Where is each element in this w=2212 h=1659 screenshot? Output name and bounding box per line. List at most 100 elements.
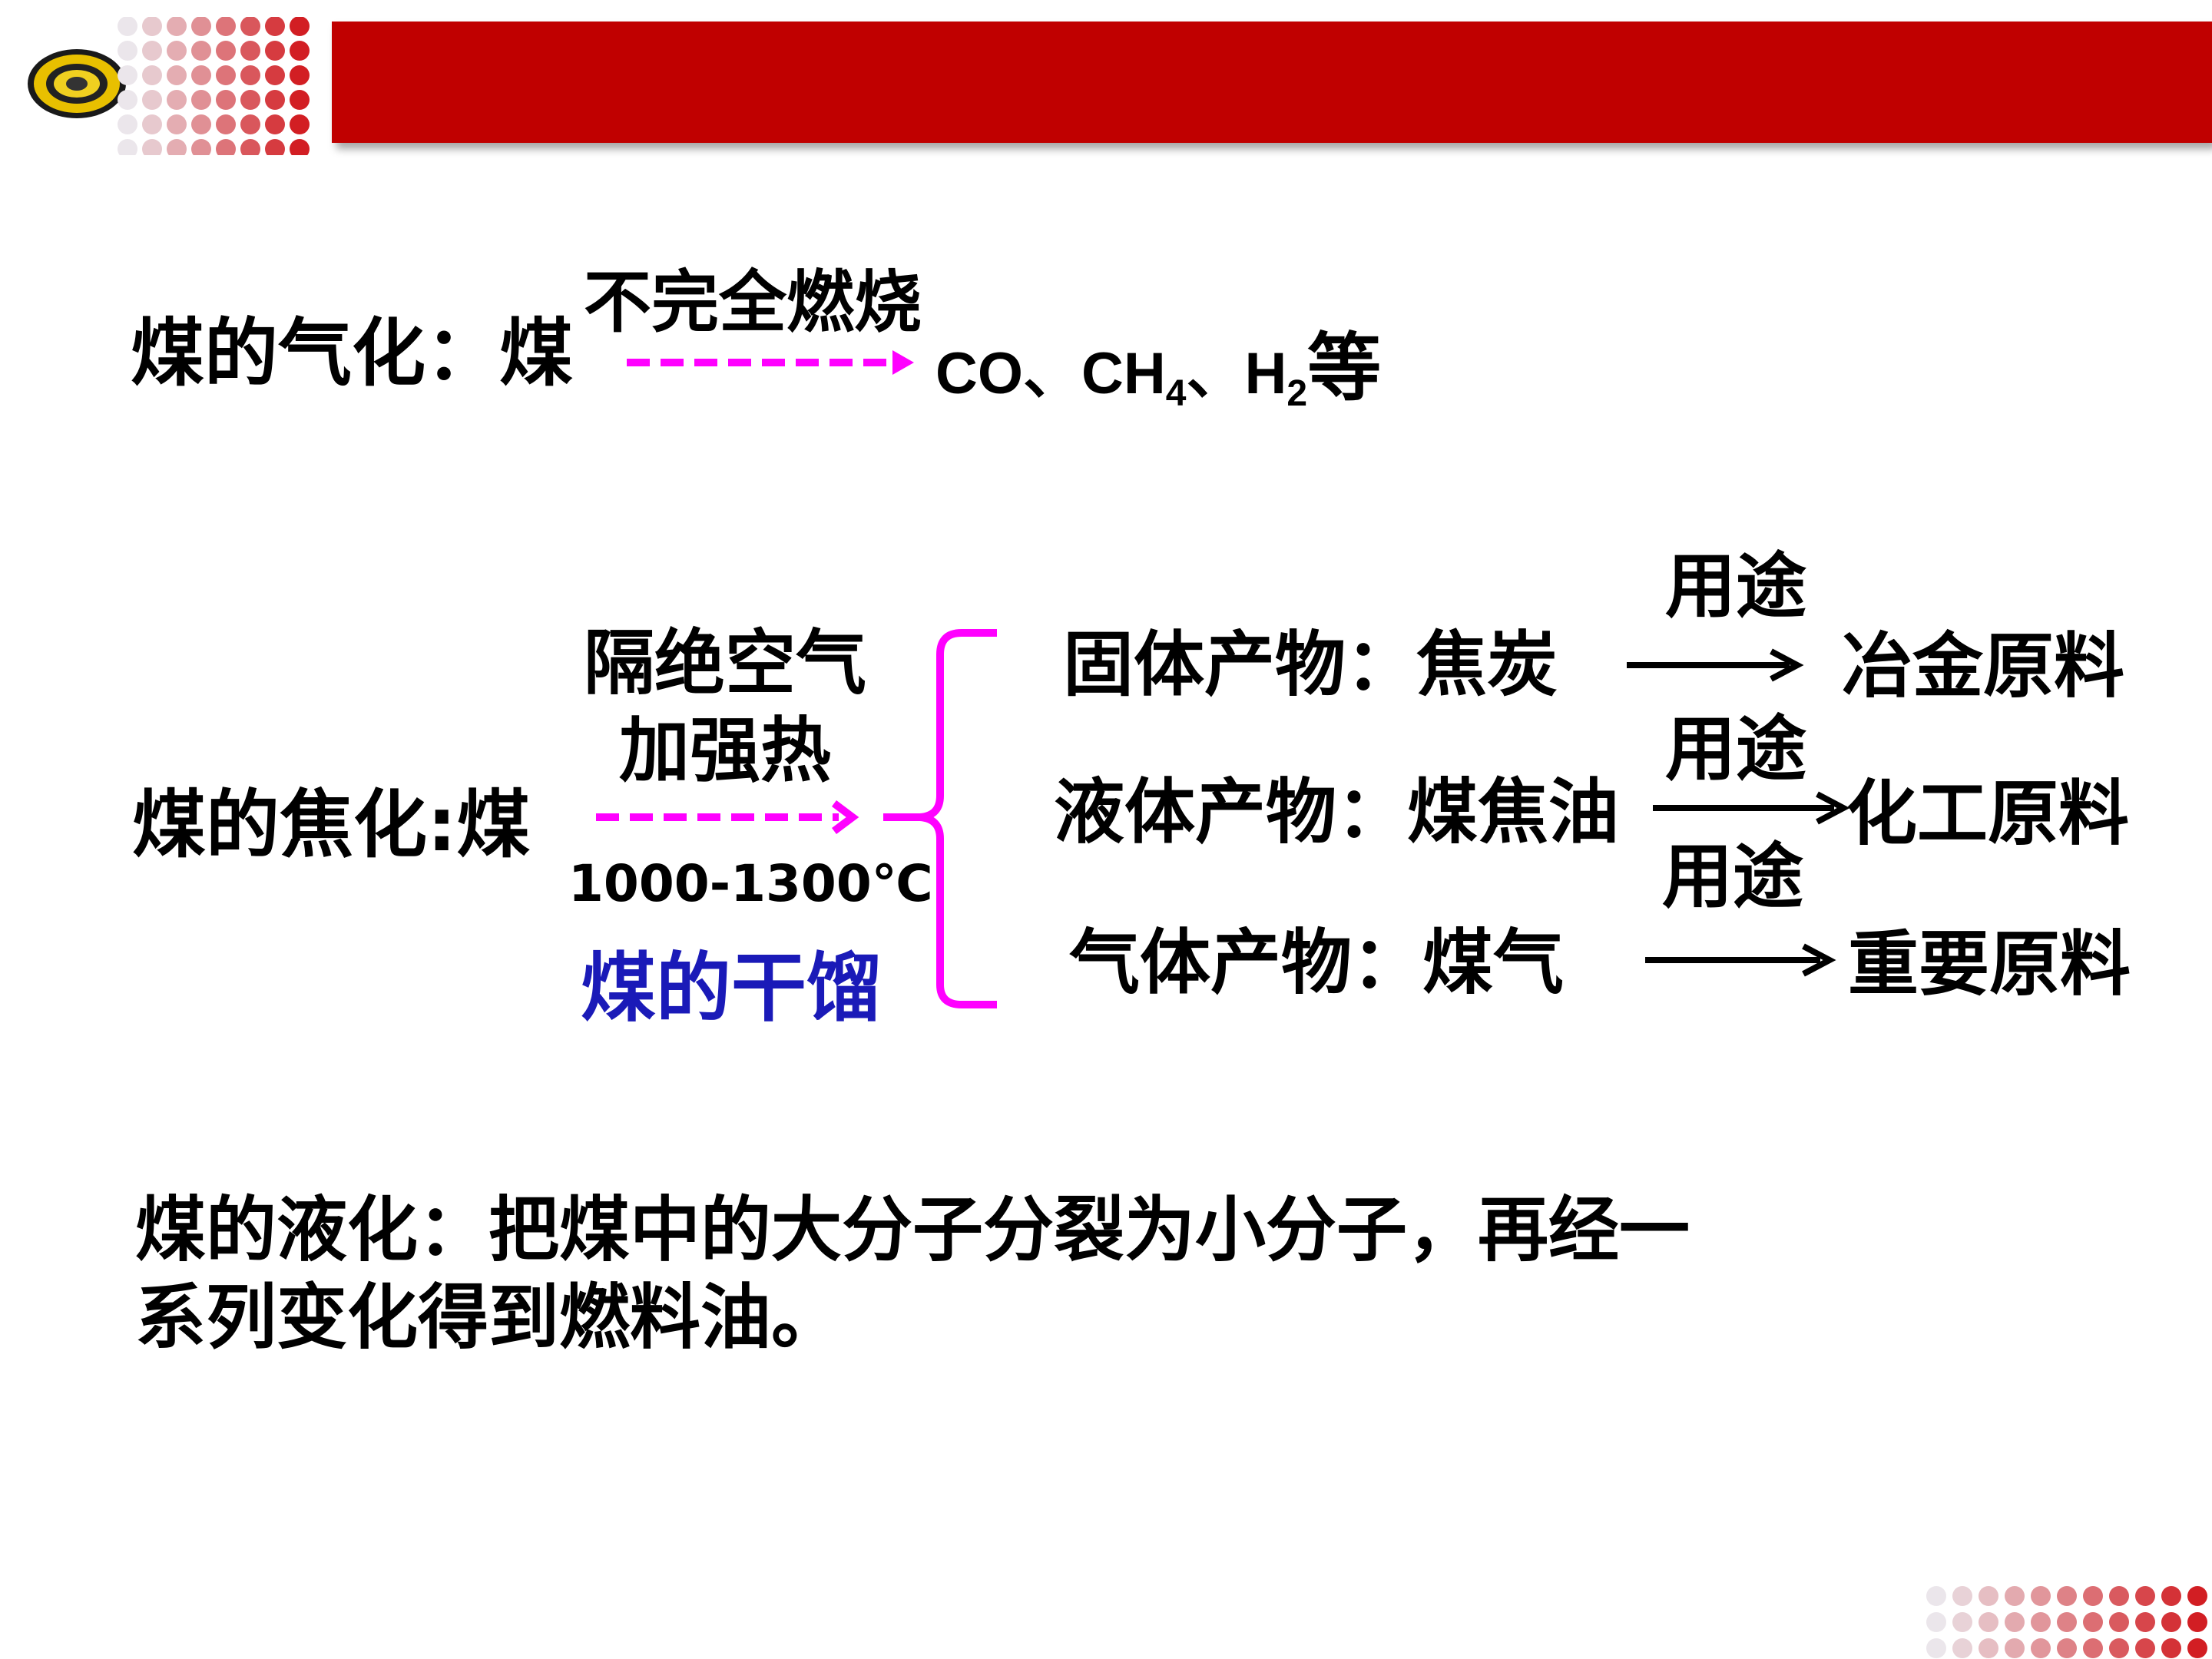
dot bbox=[2135, 1586, 2155, 1606]
dot bbox=[290, 17, 310, 36]
dot bbox=[142, 139, 162, 155]
gasification-co-ch: CO、CH bbox=[935, 341, 1166, 406]
dot bbox=[2109, 1638, 2129, 1658]
dot bbox=[1926, 1586, 1946, 1606]
gasification-label: 煤的气化：煤 bbox=[131, 310, 573, 396]
dot bbox=[118, 139, 137, 155]
coking-process-name: 煤的干馏 bbox=[581, 945, 882, 1032]
use-label-gas: 用途 bbox=[1662, 836, 1804, 918]
dot bbox=[118, 41, 137, 61]
dot bbox=[2031, 1612, 2051, 1632]
dot bbox=[1926, 1638, 1946, 1658]
gasification-condition: 不完全燃烧 bbox=[584, 263, 922, 342]
dot bbox=[2057, 1638, 2077, 1658]
dot bbox=[216, 17, 236, 36]
dot bbox=[167, 65, 187, 85]
use-label-solid: 用途 bbox=[1665, 545, 1807, 628]
gasification-tail: 等 bbox=[1307, 327, 1382, 409]
dot bbox=[191, 139, 211, 155]
gasification-arrow bbox=[627, 350, 914, 375]
dot bbox=[118, 65, 137, 85]
coking-label: 煤的焦化:煤 bbox=[132, 782, 531, 868]
dot bbox=[216, 90, 236, 110]
dot bbox=[2161, 1586, 2181, 1606]
dot bbox=[290, 90, 310, 110]
product-solid: 固体产物：焦炭 bbox=[1063, 624, 1558, 706]
subscript-2: 2 bbox=[1286, 373, 1308, 414]
dot bbox=[240, 65, 260, 85]
dot bbox=[216, 41, 236, 61]
use-gas: 重要原料 bbox=[1848, 923, 2131, 1005]
dot bbox=[118, 17, 137, 36]
dot bbox=[2083, 1612, 2103, 1632]
dot bbox=[265, 139, 285, 155]
dot bbox=[1952, 1638, 1972, 1658]
dot bbox=[167, 114, 187, 134]
dot bbox=[240, 139, 260, 155]
dot bbox=[2031, 1586, 2051, 1606]
dot bbox=[2005, 1612, 2025, 1632]
dot bbox=[2135, 1638, 2155, 1658]
header-bar bbox=[332, 22, 2212, 143]
coking-arrow bbox=[596, 800, 859, 834]
dot bbox=[118, 90, 137, 110]
use-arrow-solid bbox=[1627, 648, 1804, 682]
dot bbox=[265, 65, 285, 85]
use-arrow-gas bbox=[1645, 943, 1836, 977]
dot bbox=[191, 65, 211, 85]
coking-condition-line1: 隔绝空气 bbox=[584, 622, 867, 704]
dot bbox=[290, 114, 310, 134]
dot bbox=[2187, 1612, 2207, 1632]
dot bbox=[216, 139, 236, 155]
dot bbox=[2057, 1612, 2077, 1632]
dot bbox=[216, 114, 236, 134]
dot bbox=[191, 114, 211, 134]
dot bbox=[290, 139, 310, 155]
dot bbox=[216, 65, 236, 85]
dot-pattern-icon bbox=[1926, 1586, 2207, 1658]
dot bbox=[1952, 1586, 1972, 1606]
dot bbox=[240, 90, 260, 110]
dot bbox=[142, 17, 162, 36]
use-arrow-liquid bbox=[1653, 791, 1850, 825]
dot bbox=[142, 65, 162, 85]
dot bbox=[167, 90, 187, 110]
dot bbox=[2135, 1612, 2155, 1632]
dot bbox=[240, 114, 260, 134]
dot bbox=[1979, 1612, 1998, 1632]
product-liquid: 液体产物：煤焦油 bbox=[1054, 771, 1620, 853]
product-gas: 气体产物：煤气 bbox=[1069, 922, 1565, 1004]
dot bbox=[191, 90, 211, 110]
dot bbox=[191, 41, 211, 61]
dot bbox=[167, 17, 187, 36]
dot bbox=[167, 139, 187, 155]
product-brace bbox=[883, 629, 997, 1008]
dot bbox=[2187, 1586, 2207, 1606]
dot bbox=[2161, 1638, 2181, 1658]
dot bbox=[2083, 1586, 2103, 1606]
dot bbox=[142, 90, 162, 110]
dot bbox=[2031, 1638, 2051, 1658]
dot bbox=[2109, 1586, 2129, 1606]
coking-temperature: 1000-1300℃ bbox=[568, 854, 933, 913]
dot bbox=[2083, 1638, 2103, 1658]
dot bbox=[265, 17, 285, 36]
dot-pattern-icon bbox=[118, 17, 310, 155]
dot bbox=[265, 90, 285, 110]
dot bbox=[290, 65, 310, 85]
dot bbox=[1979, 1586, 1998, 1606]
use-solid: 冶金原料 bbox=[1842, 625, 2125, 707]
dot bbox=[2161, 1612, 2181, 1632]
dot bbox=[2109, 1612, 2129, 1632]
liquefaction-line1: 煤的液化：把煤中的大分子分裂为小分子，再经一 bbox=[135, 1189, 1690, 1271]
dot bbox=[2005, 1586, 2025, 1606]
coking-condition-line2: 加强热 bbox=[619, 710, 832, 792]
dot bbox=[142, 41, 162, 61]
dot bbox=[240, 41, 260, 61]
use-liquid: 化工原料 bbox=[1846, 773, 2130, 855]
liquefaction-line2: 系列变化得到燃料油。 bbox=[135, 1277, 843, 1359]
gasification-products: CO、CH4、H2等 bbox=[935, 332, 1381, 412]
dot bbox=[191, 17, 211, 36]
dot bbox=[1979, 1638, 1998, 1658]
